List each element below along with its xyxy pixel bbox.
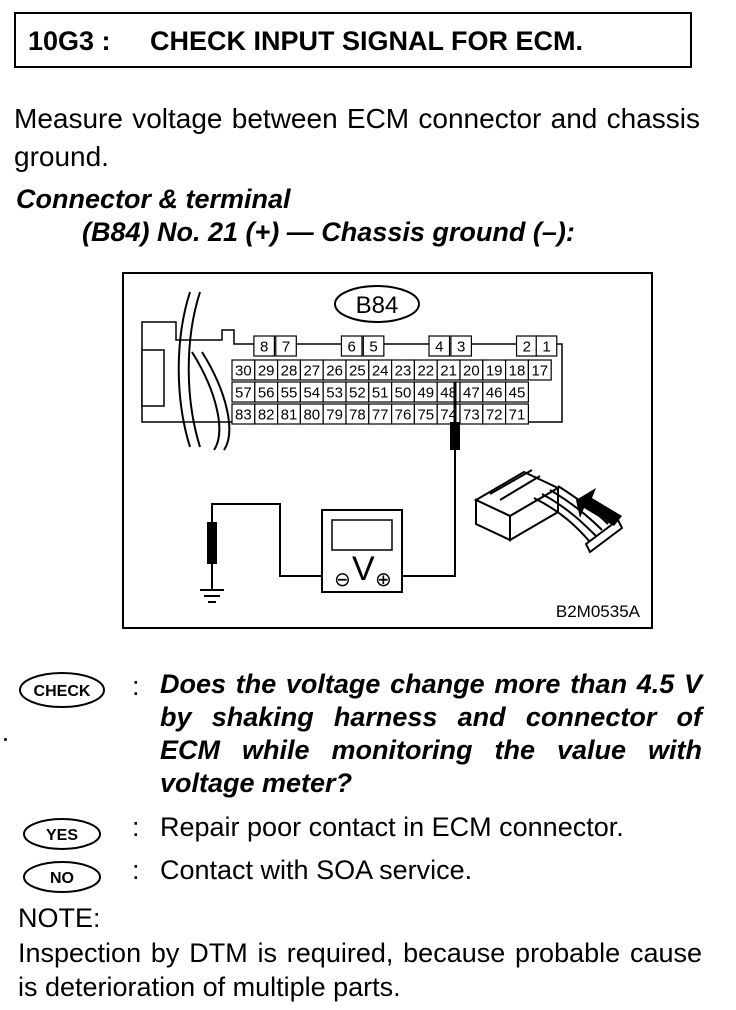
terminal-pin-7-cell	[275, 335, 297, 357]
terminal-pin-45: 45	[509, 385, 526, 402]
no-colon: :	[132, 855, 140, 885]
terminal-pin-71: 71	[509, 407, 526, 424]
terminal-pin-56: 56	[258, 385, 275, 402]
connector-label: B84	[356, 292, 399, 319]
note-label: NOTE:	[18, 903, 101, 933]
note-text: Inspection by DTM is required, because p…	[18, 938, 702, 1002]
terminal-pin-8: 8	[260, 339, 268, 356]
yes-colon: :	[132, 812, 140, 842]
terminal-pin-27: 27	[303, 363, 320, 380]
terminal-pin-76: 76	[395, 407, 412, 424]
terminal-pin-45-cell	[505, 381, 530, 403]
step-code: 10G3 :	[28, 26, 111, 56]
check-question: Does the voltage change more than 4.5 V …	[160, 669, 702, 798]
terminal-pin-28: 28	[281, 363, 298, 380]
terminal-pin-78: 78	[349, 407, 366, 424]
terminal-pin-20: 20	[463, 363, 480, 380]
terminal-pin-4-cell	[428, 335, 451, 357]
connector-terminal-spec: (B84) No. 21 (+) — Chassis ground (–):	[82, 217, 575, 247]
terminal-pin-21: 21	[440, 363, 457, 380]
terminal-pin-79: 79	[326, 407, 343, 424]
terminal-pin-25: 25	[349, 363, 366, 380]
yes-action: Repair poor contact in ECM connector.	[160, 812, 624, 842]
terminal-pin-53: 53	[326, 385, 343, 402]
terminal-pin-75: 75	[417, 407, 434, 424]
terminal-pin-4: 4	[435, 339, 443, 356]
step-title-box: 10G3 : CHECK INPUT SIGNAL FOR ECM.	[14, 12, 692, 68]
terminal-pin-54: 54	[303, 385, 320, 402]
terminal-pin-46: 46	[486, 385, 503, 402]
check-badge-label: CHECK	[34, 683, 91, 700]
chassis-ground-icon	[200, 589, 224, 603]
terminal-pin-19: 19	[486, 363, 503, 380]
terminal-pin-52: 52	[349, 385, 366, 402]
check-badge: CHECK	[19, 672, 105, 708]
terminal-pin-3-cell	[450, 335, 473, 357]
no-action: Contact with SOA service.	[160, 855, 473, 885]
terminal-pin-74: 74	[440, 407, 457, 424]
terminal-pin-7: 7	[282, 339, 290, 356]
terminal-pin-80: 80	[303, 407, 320, 424]
voltmeter-display	[331, 519, 393, 551]
terminal-pin-18: 18	[509, 363, 526, 380]
terminal-pin-50: 50	[395, 385, 412, 402]
yes-badge: YES	[23, 818, 101, 850]
terminal-pin-3: 3	[457, 339, 465, 356]
terminal-pin-26: 26	[326, 363, 343, 380]
terminal-pin-49: 49	[417, 385, 434, 402]
terminal-pin-29: 29	[258, 363, 275, 380]
terminal-pin-83: 83	[235, 407, 252, 424]
break-lines	[177, 291, 231, 451]
check-colon: :	[132, 671, 140, 701]
terminal-pin-23: 23	[395, 363, 412, 380]
terminal-pin-72: 72	[486, 407, 503, 424]
no-badge-label: NO	[50, 870, 74, 887]
terminal-pin-17: 17	[531, 363, 548, 380]
figure-id-label: B2M0535A	[556, 602, 641, 621]
terminal-pin-2: 2	[523, 339, 531, 356]
terminal-pin-81: 81	[281, 407, 298, 424]
terminal-pin-48: 48	[440, 385, 457, 402]
intro-paragraph: Measure voltage between ECM connector an…	[14, 103, 700, 172]
terminal-pin-55: 55	[281, 385, 298, 402]
terminal-pin-30: 30	[235, 363, 252, 380]
terminal-pin-82: 82	[258, 407, 275, 424]
connector-heading: Connector & terminal	[16, 184, 291, 214]
terminal-pin-24: 24	[372, 363, 389, 380]
connector-label-badge: B84	[334, 285, 420, 323]
terminal-pin-6: 6	[348, 339, 356, 356]
terminal-pin-22: 22	[417, 363, 434, 380]
scan-speck	[4, 738, 7, 741]
terminal-pin-1-cell	[535, 335, 558, 357]
no-badge: NO	[23, 861, 101, 893]
terminal-pin-17-cell	[527, 359, 552, 381]
terminal-pin-47: 47	[463, 385, 480, 402]
terminal-pin-73: 73	[463, 407, 480, 424]
negative-probe	[207, 503, 322, 590]
yes-badge-label: YES	[46, 827, 78, 844]
voltmeter: ⊖ V ⊕	[321, 509, 403, 593]
terminal-pin-77: 77	[372, 407, 389, 424]
terminal-pin-8-cell	[253, 335, 276, 357]
terminal-pin-1: 1	[542, 339, 550, 356]
terminal-pin-51: 51	[372, 385, 389, 402]
terminal-pin-6-cell	[340, 335, 363, 357]
meter-volt-symbol: V	[352, 550, 375, 588]
meter-plus-terminal: ⊕	[375, 567, 392, 591]
arrow-icon	[576, 488, 622, 526]
terminal-pin-71-cell	[505, 403, 530, 425]
meter-minus-terminal: ⊖	[334, 567, 351, 591]
terminal-pin-5-cell	[362, 335, 385, 357]
terminal-pin-57: 57	[235, 385, 252, 402]
step-title: CHECK INPUT SIGNAL FOR ECM.	[150, 26, 584, 56]
terminal-pin-5: 5	[369, 339, 377, 356]
